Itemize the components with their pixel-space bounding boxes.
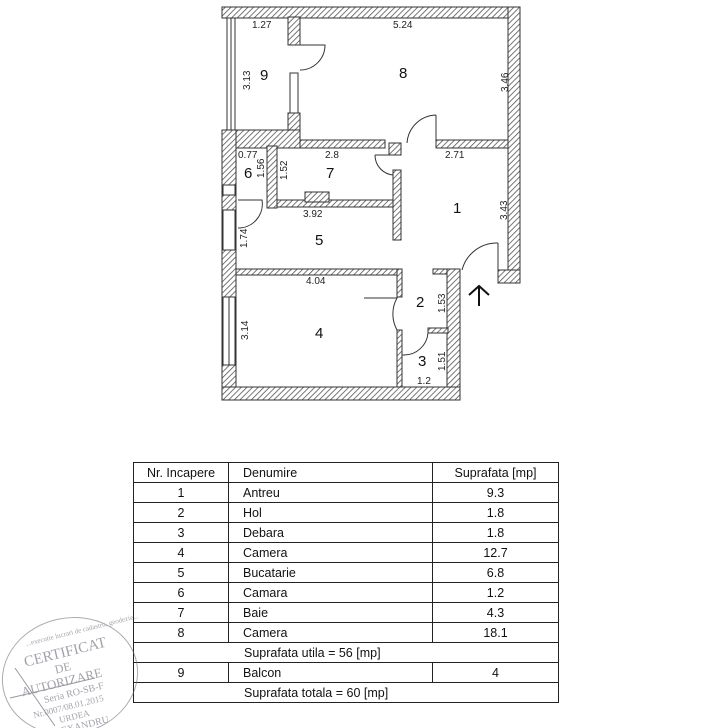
svg-text:1.52: 1.52 [279,160,290,180]
cell-area: 6.8 [432,562,559,583]
doors [237,44,499,356]
cell-nr: 8 [133,622,229,643]
cell-area: 12.7 [432,542,559,563]
svg-text:8: 8 [399,65,407,82]
table-header: Nr. Incapere Denumire Suprafata [mp] [133,462,559,483]
header-nr: Nr. Incapere [133,462,229,483]
cell-name: Hol [228,502,433,523]
cell-name: Antreu [228,482,433,503]
cell-area: 9.3 [432,482,559,503]
grand-total: Suprafata totala = 60 [mp] [133,682,559,703]
svg-text:2.8: 2.8 [325,150,339,161]
svg-text:1: 1 [453,200,461,217]
svg-text:3.13: 3.13 [242,70,253,90]
cell-area: 1.8 [432,522,559,543]
cell-area: 18.1 [432,622,559,643]
cell-name: Baie [228,602,433,623]
cell-nr: 4 [133,542,229,563]
certification-stamp: ...executie lucrari de cadastru, geodezi… [1,612,139,728]
cell-name: Balcon [228,662,433,683]
cell-area: 1.2 [432,582,559,603]
cell-area: 1.8 [432,502,559,523]
svg-text:1.27: 1.27 [252,20,272,31]
cell-nr: 2 [133,502,229,523]
header-name: Denumire [228,462,433,483]
cell-area: 4 [432,662,559,683]
cell-name: Camera [228,622,433,643]
cell-nr: 6 [133,582,229,603]
svg-text:5.24: 5.24 [393,20,413,31]
svg-text:3.43: 3.43 [499,200,510,220]
cell-nr: 9 [133,662,229,683]
svg-text:1.2: 1.2 [417,376,431,387]
cell-nr: 3 [133,522,229,543]
cell-name: Debara [228,522,433,543]
grand-total-row: Suprafata totala = 60 [mp] [133,682,559,703]
svg-text:2: 2 [416,294,424,311]
svg-text:1.74: 1.74 [239,228,250,248]
svg-text:3.46: 3.46 [500,72,511,92]
walls [221,6,521,401]
cell-name: Camera [228,542,433,563]
svg-text:6: 6 [244,165,252,182]
svg-text:0.77: 0.77 [238,150,258,161]
svg-text:3.14: 3.14 [240,320,251,340]
entrance-arrow-icon [468,284,490,306]
svg-text:1.51: 1.51 [437,351,448,371]
cell-nr: 7 [133,602,229,623]
svg-text:DE: DE [53,659,72,676]
svg-text:1.53: 1.53 [437,293,448,313]
cell-name: Bucatarie [228,562,433,583]
svg-text:4: 4 [315,325,323,342]
room-labels: 9 8 6 7 1 5 2 4 3 [244,65,461,370]
cell-nr: 5 [133,562,229,583]
svg-text:2.71: 2.71 [445,150,465,161]
svg-text:1.56: 1.56 [256,158,267,178]
useful-total-row: Suprafata utila = 56 [mp] [133,642,559,663]
cell-name: Camara [228,582,433,603]
dimension-labels: 1.27 5.24 3.13 3.46 0.77 1.56 2.8 1.52 2… [238,20,511,387]
svg-text:3.92: 3.92 [303,209,323,220]
header-area: Suprafata [mp] [432,462,559,483]
svg-text:5: 5 [315,232,323,249]
useful-total: Suprafata utila = 56 [mp] [133,642,559,663]
svg-text:4.04: 4.04 [306,276,326,287]
cell-nr: 1 [133,482,229,503]
windows [222,17,299,366]
svg-text:7: 7 [326,165,334,182]
floor-plan: 9 8 6 7 1 5 2 4 3 1.27 5.24 3.13 3.46 0.… [221,6,521,401]
svg-text:9: 9 [260,67,268,84]
svg-text:3: 3 [418,353,426,370]
cell-area: 4.3 [432,602,559,623]
